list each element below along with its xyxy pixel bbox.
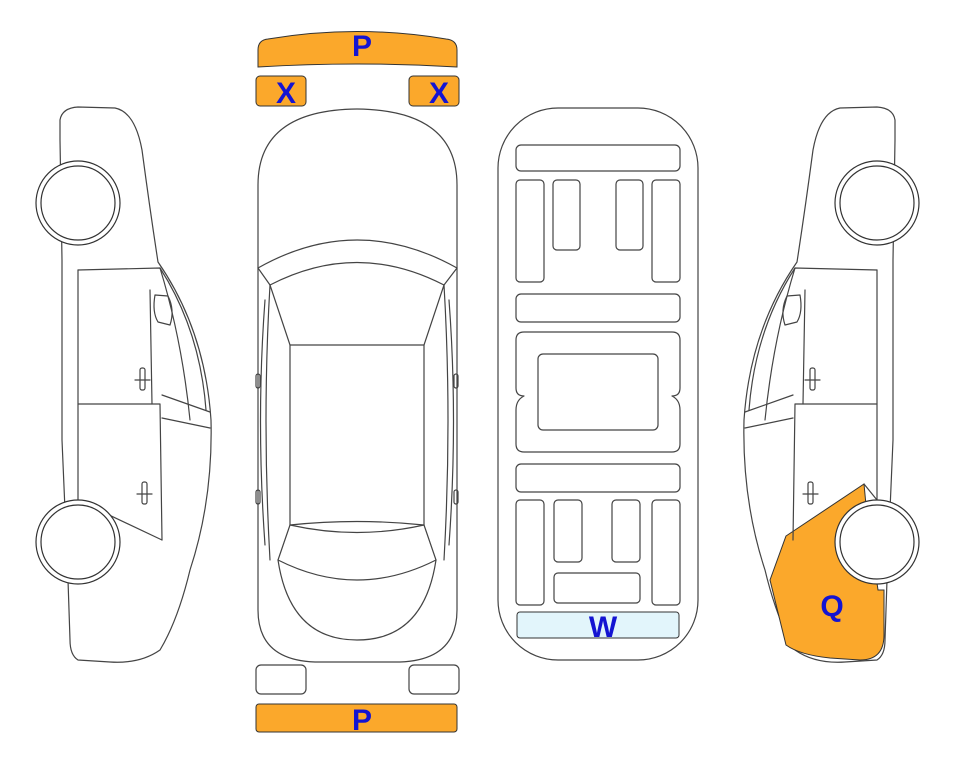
top-view: P X X P bbox=[255, 30, 460, 737]
right-mirror bbox=[408, 75, 460, 107]
left-mirror-label: X bbox=[276, 77, 296, 110]
right-rear-light bbox=[408, 664, 460, 695]
front-bumper bbox=[257, 31, 458, 68]
right-rear-quarter-label: Q bbox=[820, 590, 843, 623]
interior-outline bbox=[497, 107, 699, 661]
rear-bumper bbox=[255, 703, 458, 733]
front-bumper-label: P bbox=[352, 30, 372, 63]
left-rear-light bbox=[255, 664, 307, 695]
left-side-view bbox=[35, 106, 212, 663]
rear-window bbox=[516, 611, 680, 639]
right-side-view: Q bbox=[743, 106, 920, 663]
top-car-body bbox=[257, 108, 458, 663]
interior-view: W bbox=[497, 107, 699, 661]
rear-bumper-label: P bbox=[352, 704, 372, 737]
left-mirror bbox=[255, 75, 307, 107]
rear-window-label: W bbox=[589, 611, 618, 644]
right-mirror-label: X bbox=[429, 77, 449, 110]
